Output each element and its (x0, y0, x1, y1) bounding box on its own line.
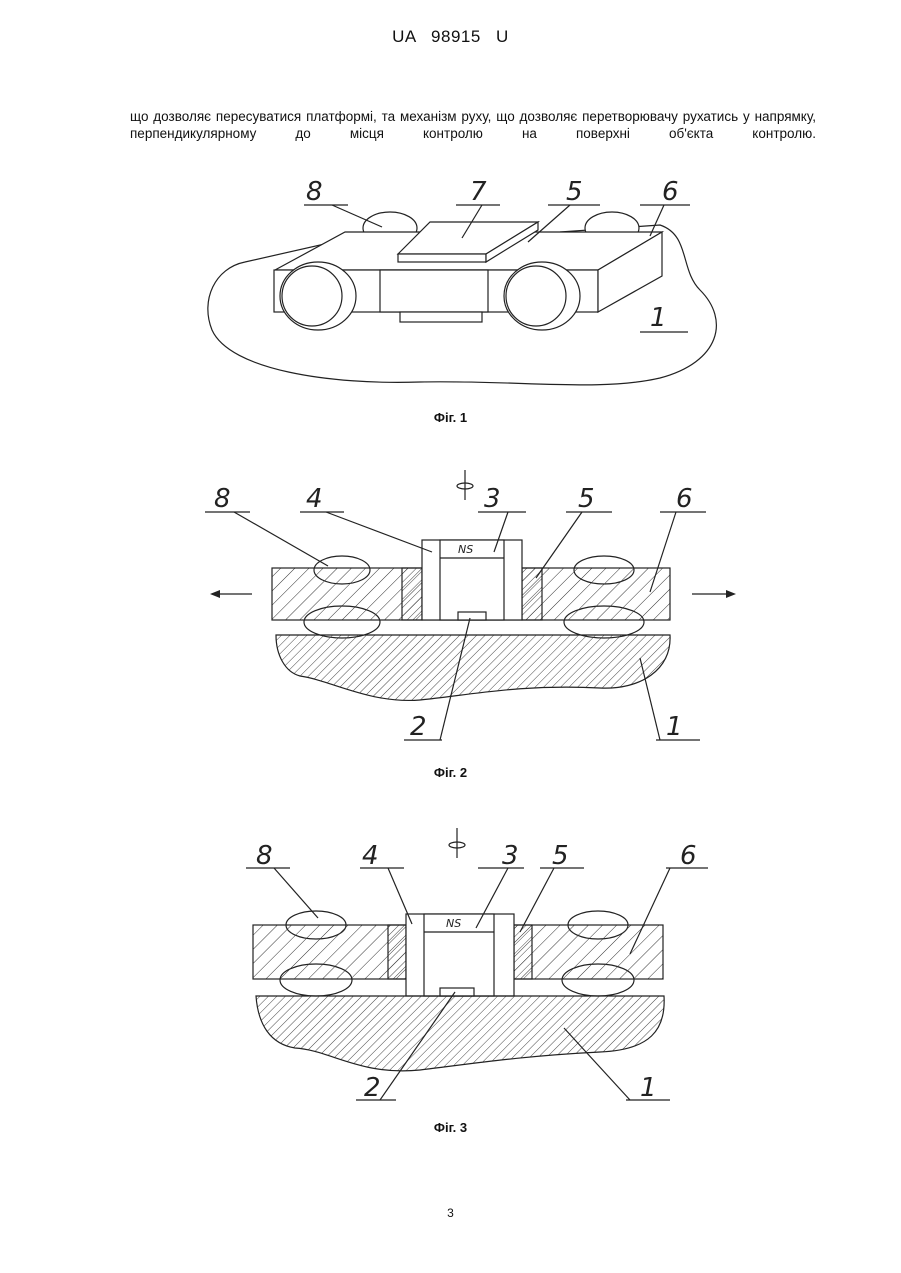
figure-1-caption: Фіг. 1 (0, 410, 901, 425)
svg-text:6: 6 (662, 177, 679, 207)
svg-text:8: 8 (306, 177, 323, 207)
svg-text:3: 3 (502, 841, 519, 871)
front-wheel-right (504, 262, 580, 330)
magnet-label: NS (458, 543, 473, 556)
svg-text:4: 4 (362, 841, 379, 871)
svg-text:6: 6 (680, 841, 697, 871)
figure-1-drawing: 8 7 5 6 1 (0, 0, 901, 440)
svg-text:7: 7 (470, 177, 487, 207)
figure-2-caption: Фіг. 2 (0, 765, 901, 780)
svg-text:2: 2 (364, 1073, 381, 1103)
svg-text:3: 3 (484, 484, 501, 514)
magnet-label: NS (446, 917, 461, 930)
svg-text:8: 8 (214, 484, 231, 514)
svg-text:1: 1 (640, 1073, 657, 1103)
svg-text:1: 1 (666, 712, 683, 742)
svg-text:6: 6 (676, 484, 693, 514)
svg-text:5: 5 (566, 177, 583, 207)
page-number: 3 (0, 1206, 901, 1220)
front-wheel-left (280, 262, 356, 330)
svg-text:2: 2 (410, 712, 427, 742)
svg-text:1: 1 (650, 303, 667, 333)
svg-text:8: 8 (256, 841, 273, 871)
figure-3-drawing: NS 8 4 3 5 6 2 1 (0, 810, 901, 1130)
svg-text:5: 5 (578, 484, 595, 514)
svg-text:4: 4 (306, 484, 323, 514)
figure-3-caption: Фіг. 3 (0, 1120, 901, 1135)
svg-text:5: 5 (552, 841, 569, 871)
figure-2-drawing: NS 8 4 3 5 6 2 1 (0, 450, 901, 780)
